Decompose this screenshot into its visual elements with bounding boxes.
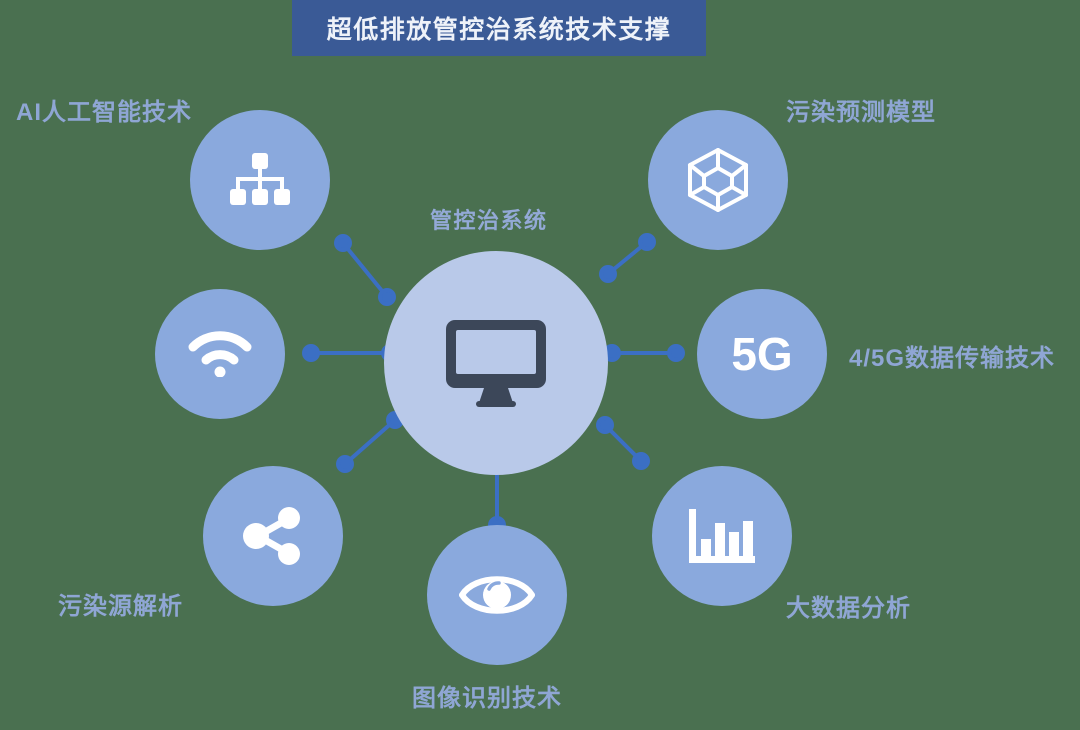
node-predict[interactable] [648, 110, 788, 250]
label-ai: AI人工智能技术 [16, 99, 192, 126]
bar-chart-icon [689, 509, 755, 563]
page-title: 超低排放管控治系统技术支撑 [326, 16, 672, 44]
share-nodes-icon [242, 507, 304, 565]
connector-center-to-transmit [603, 344, 685, 362]
title-banner: 超低排放管控治系统技术支撑 [292, 0, 706, 56]
connector-center-to-network [302, 344, 399, 362]
label-transmit: 4/5G数据传输技术 [849, 345, 1056, 372]
wifi-icon [188, 331, 252, 377]
desktop-monitor-icon [444, 318, 548, 408]
sitemap-hierarchy-icon [230, 153, 290, 207]
node-bigdata[interactable] [652, 466, 792, 606]
center-node-control-system[interactable] [384, 251, 608, 475]
connector-center-to-source [336, 411, 404, 473]
5g-text-icon: 5G [731, 328, 793, 380]
label-bigdata: 大数据分析 [786, 595, 911, 622]
center-node-label: 管控治系统 [430, 208, 548, 233]
eye-icon [459, 570, 535, 620]
label-image: 图像识别技术 [412, 685, 562, 712]
label-source: 污染源解析 [58, 593, 183, 620]
node-source[interactable] [203, 466, 343, 606]
connector-center-to-predict [599, 233, 656, 283]
cube-wireframe-icon [685, 147, 751, 213]
connector-center-to-ai [334, 234, 396, 306]
node-network[interactable] [155, 289, 285, 419]
node-image[interactable] [427, 525, 567, 665]
node-transmit[interactable]: 5G [697, 289, 827, 419]
connector-center-to-bigdata [596, 416, 650, 470]
node-ai[interactable] [190, 110, 330, 250]
label-predict: 污染预测模型 [786, 99, 936, 126]
